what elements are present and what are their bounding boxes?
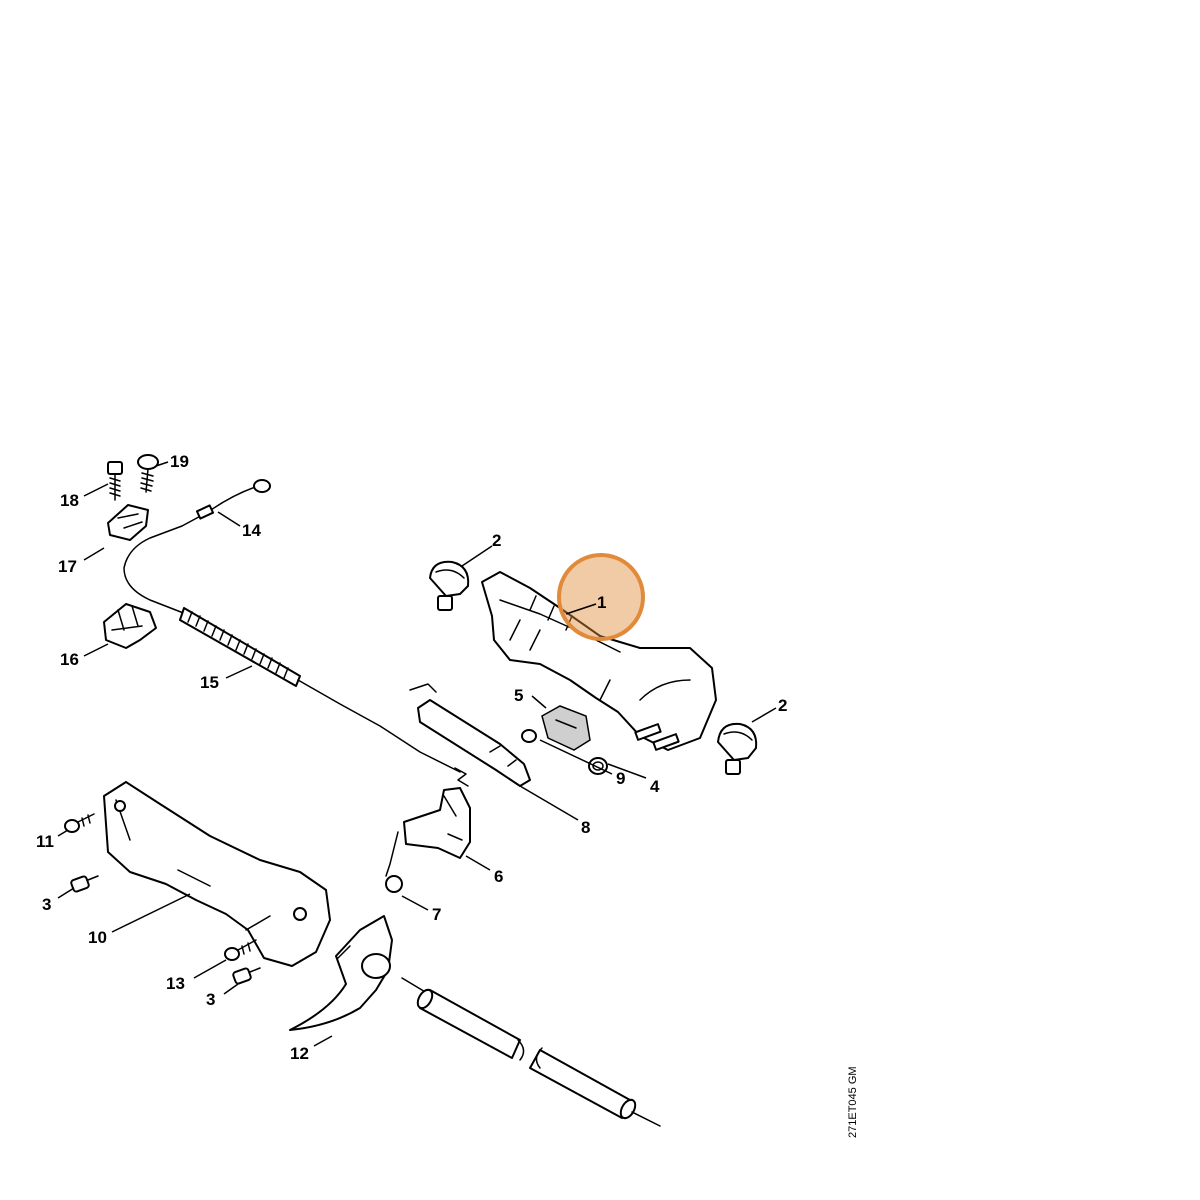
callout-16: 16 [60, 650, 79, 669]
cable-bracket-icon [107, 504, 149, 541]
callout-labels: 1 2 2 3 3 4 5 6 7 8 9 10 11 12 13 14 15 … [36, 452, 787, 1063]
callout-9: 9 [616, 769, 625, 788]
spring-icon [521, 729, 537, 743]
callout-10: 10 [88, 928, 107, 947]
callout-19: 19 [170, 452, 189, 471]
highlight-ring [557, 553, 645, 641]
spring-icon [385, 831, 403, 893]
callout-2: 2 [778, 696, 787, 715]
leader-lines [57, 461, 777, 1047]
callout-8: 8 [581, 818, 590, 837]
interlock-lever-icon [403, 787, 471, 859]
callout-13: 13 [166, 974, 185, 993]
screw-icon [232, 967, 261, 985]
screw-icon [224, 939, 257, 961]
throttle-trigger-icon [409, 683, 531, 787]
callout-7: 7 [432, 905, 441, 924]
callout-3: 3 [206, 990, 215, 1009]
callout-4: 4 [650, 777, 660, 796]
callout-6: 6 [494, 867, 503, 886]
switch-icon [541, 705, 591, 751]
screw-icon [70, 875, 99, 893]
callout-11: 11 [36, 832, 54, 851]
callout-17: 17 [58, 557, 77, 576]
screw-icon [107, 461, 123, 501]
callout-2: 2 [492, 531, 501, 550]
callout-5: 5 [514, 686, 523, 705]
spring-icon [588, 757, 608, 775]
handle-shell-icon [103, 781, 331, 967]
reference-code: 271ET045 GM [847, 1066, 859, 1138]
screw-icon [64, 813, 95, 833]
callout-14: 14 [242, 521, 261, 540]
throttle-cable-icon [123, 479, 469, 787]
hand-guard-icon [289, 915, 393, 1031]
clamp-icon [717, 722, 758, 775]
handle-housing-icon [481, 571, 717, 751]
clamp-icon [429, 560, 470, 611]
callout-15: 15 [200, 673, 219, 692]
callout-18: 18 [60, 491, 79, 510]
callout-3: 3 [42, 895, 51, 914]
callout-12: 12 [290, 1044, 309, 1063]
callout-1: 1 [597, 593, 606, 612]
drive-shaft-icon [401, 977, 661, 1127]
cable-holder-icon [103, 603, 157, 649]
screw-icon [137, 454, 159, 493]
